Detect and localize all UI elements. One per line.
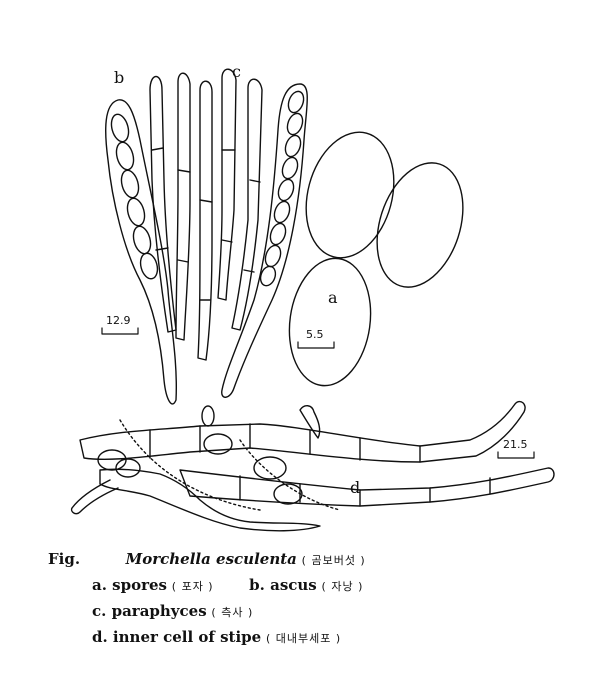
- item-a-korean: ( 포자 ): [171, 580, 214, 593]
- label-b: b: [114, 68, 125, 87]
- scale-label-left: 12.9: [106, 314, 131, 327]
- item-b-korean: ( 자낭 ): [321, 580, 364, 593]
- item-b-label: b. ascus: [249, 576, 317, 594]
- paraphyses-c-drawing: [149, 68, 263, 361]
- item-c-label: c. paraphyces: [92, 602, 207, 620]
- item-c-korean: ( 측사 ): [211, 606, 254, 619]
- item-d-label: d. inner cell of stipe: [92, 628, 262, 646]
- scale-bars: [101, 327, 535, 459]
- label-a: a: [328, 288, 338, 307]
- species-korean: ( 곰보버섯 ): [301, 554, 366, 567]
- scale-bar-left: [101, 327, 139, 335]
- morchella-illustration: b c a d 12.9 5.5 21.5: [70, 62, 555, 532]
- item-a-label: a. spores: [92, 576, 167, 594]
- species-name: Morchella esculenta: [125, 550, 297, 568]
- spores-a-drawing: [288, 131, 464, 387]
- caption-row-c: c. paraphyces ( 측사 ): [92, 602, 253, 620]
- figure-caption: Fig. Morchella esculenta ( 곰보버섯 ) a. spo…: [0, 540, 605, 700]
- caption-title: Fig. Morchella esculenta ( 곰보버섯 ): [48, 550, 366, 568]
- caption-row-ab: a. spores ( 포자 ) b. ascus ( 자낭 ): [92, 576, 363, 594]
- ascus-c-drawing: [221, 83, 308, 398]
- item-d-korean: ( 대내부세포 ): [265, 632, 342, 645]
- illustration-svg: [70, 68, 555, 532]
- scale-label-stipe: 21.5: [503, 438, 528, 451]
- label-d: d: [350, 478, 361, 497]
- caption-row-d: d. inner cell of stipe ( 대내부세포 ): [92, 628, 341, 646]
- scale-label-spores: 5.5: [306, 328, 324, 341]
- fig-label: Fig.: [48, 550, 81, 568]
- stipe-cells-d-drawing: [70, 400, 555, 532]
- ascus-b-drawing: [105, 99, 178, 405]
- scale-bar-stipe: [497, 451, 535, 459]
- label-c: c: [232, 62, 241, 81]
- scale-bar-spores: [297, 341, 335, 349]
